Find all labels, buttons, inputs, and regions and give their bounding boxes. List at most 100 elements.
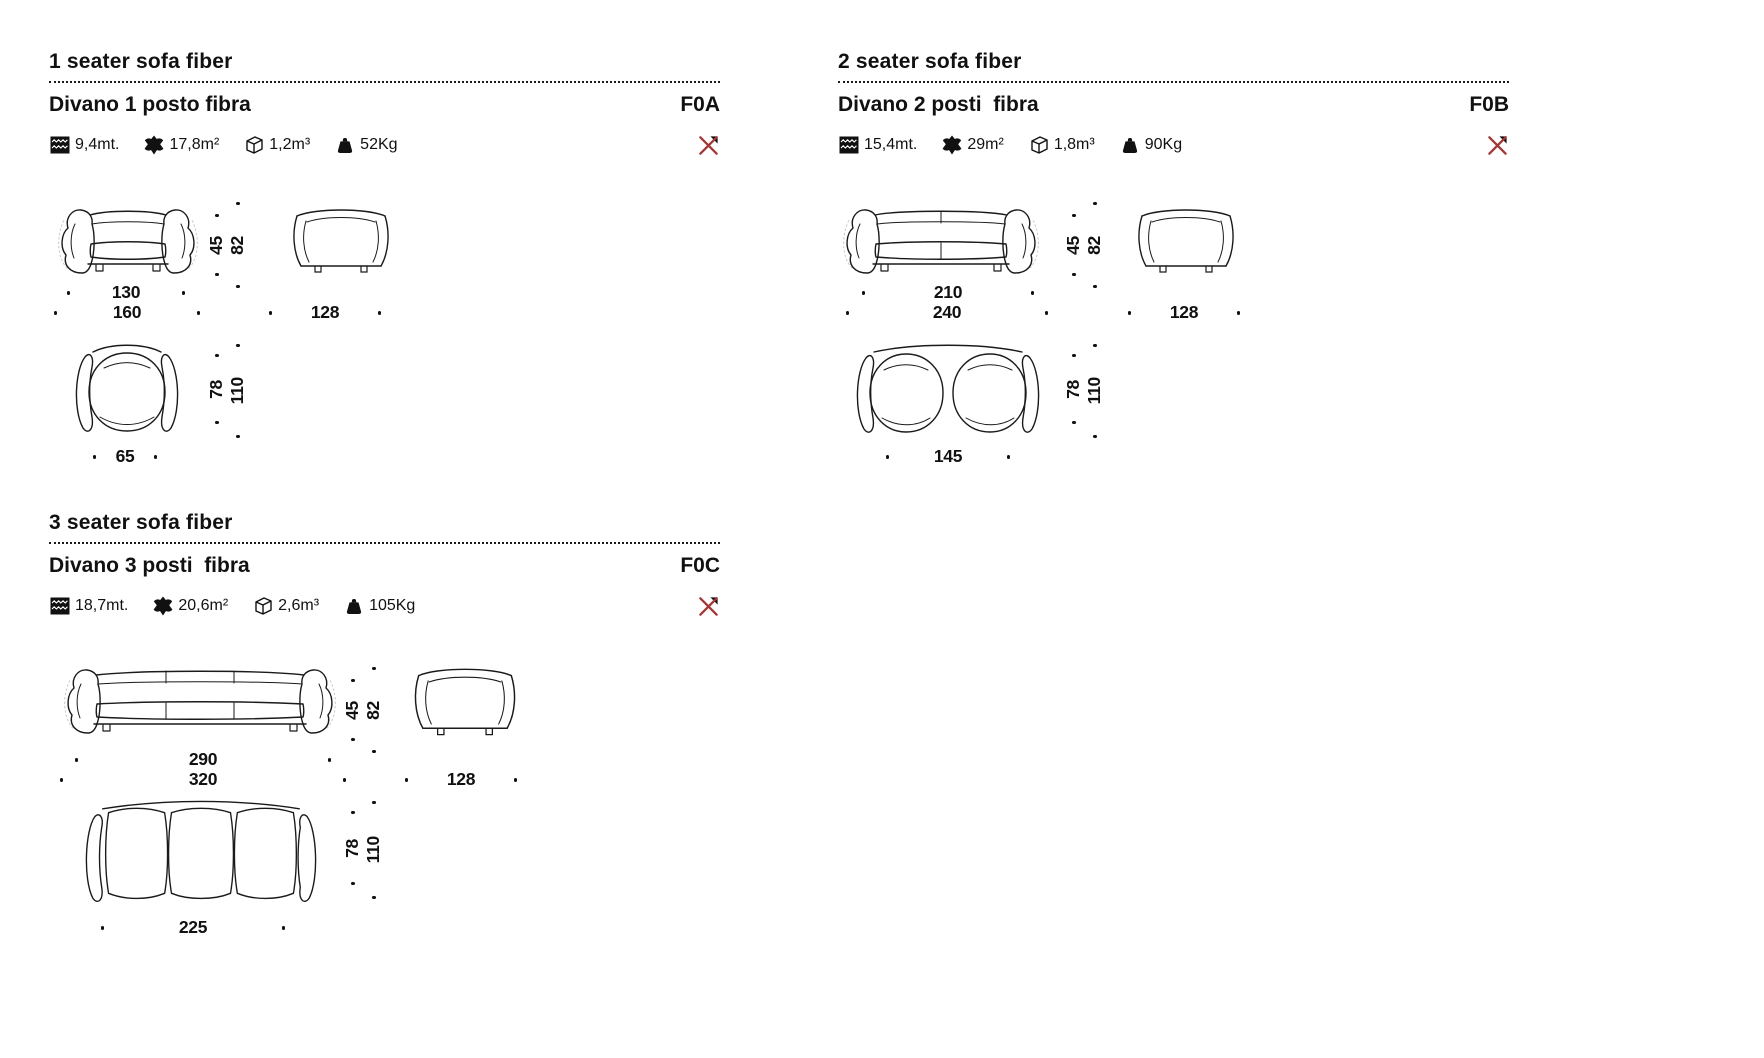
dimension-value: 78	[342, 838, 363, 858]
product-title-en: 3 seater sofa fiber	[49, 511, 233, 534]
spec-volume: 1,8m³	[1028, 134, 1095, 156]
dim-seat-height: 45	[206, 214, 227, 276]
fabric-swatch-icon	[49, 595, 71, 617]
spec-leather-area: 29m²	[941, 134, 1004, 156]
dotted-divider	[838, 81, 1509, 83]
volume-value: 1,2m³	[269, 136, 311, 153]
dimension-value: 82	[1084, 235, 1105, 255]
dim-top-inner-depth: 78	[342, 811, 363, 885]
product-section-2-seater: 2 seater sofa fiber Divano 2 posti fibra…	[838, 44, 1509, 494]
dim-top-seat-width: 65	[93, 448, 157, 466]
front-view-drawing	[58, 209, 198, 274]
dim-front-inner-width: 130	[67, 284, 185, 302]
spec-leather-area: 20,6m²	[152, 595, 228, 617]
product-title-en: 2 seater sofa fiber	[838, 50, 1022, 73]
dimension-value: 110	[1084, 377, 1105, 405]
weight-icon	[343, 595, 365, 617]
dim-top-inner-depth: 78	[206, 354, 227, 424]
spec-weight: 52Kg	[334, 134, 398, 156]
product-code: F0C	[680, 554, 720, 577]
front-view-drawing	[64, 669, 336, 734]
weight-value: 105Kg	[369, 597, 416, 614]
product-title-it: Divano 2 posti fibra	[838, 93, 1039, 116]
dim-top-inner-depth: 78	[1063, 354, 1084, 424]
dim-side-depth: 128	[405, 771, 517, 789]
top-view-drawing	[856, 344, 1040, 433]
crossed-out-swatch-icon	[697, 134, 720, 157]
dimension-value: 110	[363, 836, 384, 864]
leather-area-value: 17,8m²	[169, 136, 220, 153]
side-view-drawing	[1138, 209, 1234, 273]
dim-top-seat-width: 225	[101, 919, 285, 937]
spec-volume: 1,2m³	[243, 134, 310, 156]
spec-row: 9,4mt. 17,8m² 1,2m³ 52Kg	[49, 132, 720, 158]
product-title-en: 1 seater sofa fiber	[49, 50, 233, 73]
dimension-value: 82	[363, 700, 384, 720]
dimension-value: 65	[115, 446, 135, 467]
product-title-it: Divano 1 posto fibra	[49, 93, 251, 116]
dim-side-depth: 128	[1128, 304, 1240, 322]
technical-drawings: 45 82 290 320 128	[49, 655, 720, 955]
crossed-out-swatch-icon	[1486, 134, 1509, 157]
spec-leather-area: 17,8m²	[143, 134, 219, 156]
dimension-value: 128	[1169, 302, 1199, 323]
dim-front-outer-width: 240	[846, 304, 1048, 322]
spec-weight: 105Kg	[343, 595, 415, 617]
crossed-out-swatch-icon	[697, 595, 720, 618]
dim-front-inner-width: 290	[75, 751, 331, 769]
dimension-value: 45	[206, 235, 227, 255]
top-view-drawing	[75, 344, 179, 432]
dim-seat-height: 45	[1063, 214, 1084, 276]
dim-total-height: 82	[227, 202, 247, 288]
fabric-swatch-icon	[838, 134, 860, 156]
product-title-it: Divano 3 posti fibra	[49, 554, 250, 577]
dim-top-outer-depth: 110	[363, 801, 384, 899]
product-subheader: Divano 1 posto fibra F0A	[49, 93, 720, 117]
leather-hide-icon	[143, 134, 165, 156]
cube-icon	[252, 595, 274, 617]
dim-front-inner-width: 210	[862, 284, 1034, 302]
dim-side-depth: 128	[269, 304, 381, 322]
spec-weight: 90Kg	[1119, 134, 1182, 156]
spec-fabric-meters: 18,7mt.	[49, 595, 128, 617]
fabric-swatch-icon	[49, 134, 71, 156]
dimension-value: 78	[1063, 379, 1084, 399]
spec-fabric-meters: 15,4mt.	[838, 134, 917, 156]
dim-top-outer-depth: 110	[227, 344, 248, 438]
spec-fabric-meters: 9,4mt.	[49, 134, 119, 156]
front-view-drawing	[843, 209, 1039, 274]
weight-value: 52Kg	[360, 136, 398, 153]
dimension-value: 128	[446, 769, 476, 790]
weight-icon	[334, 134, 356, 156]
leather-area-value: 29m²	[967, 136, 1004, 153]
product-section-3-seater: 3 seater sofa fiber Divano 3 posti fibra…	[49, 505, 720, 955]
leather-hide-icon	[152, 595, 174, 617]
dimension-value: 110	[227, 377, 248, 405]
dotted-divider	[49, 542, 720, 544]
dim-total-height: 82	[363, 667, 384, 753]
dimension-value: 290	[188, 749, 218, 770]
leather-area-value: 20,6m²	[178, 597, 229, 614]
dimension-value: 45	[1063, 235, 1084, 255]
dim-total-height: 82	[1084, 202, 1105, 288]
side-view-drawing	[414, 668, 516, 736]
weight-icon	[1119, 134, 1141, 156]
spec-row: 18,7mt. 20,6m² 2,6m³ 105Kg	[49, 593, 720, 619]
product-code: F0A	[680, 93, 720, 116]
dimension-value: 128	[310, 302, 340, 323]
side-view-drawing	[293, 209, 389, 273]
dimension-value: 78	[206, 379, 227, 399]
spec-row: 15,4mt. 29m² 1,8m³ 90Kg	[838, 132, 1509, 158]
dimension-value: 225	[178, 917, 208, 938]
dim-front-outer-width: 320	[60, 771, 346, 789]
cube-icon	[243, 134, 265, 156]
product-section-1-seater: 1 seater sofa fiber Divano 1 posto fibra…	[49, 44, 720, 494]
cube-icon	[1028, 134, 1050, 156]
top-view-drawing	[85, 800, 317, 902]
dimension-value: 210	[933, 282, 963, 303]
dimension-value: 160	[112, 302, 142, 323]
product-subheader: Divano 3 posti fibra F0C	[49, 554, 720, 578]
product-subheader: Divano 2 posti fibra F0B	[838, 93, 1509, 117]
volume-value: 2,6m³	[278, 597, 320, 614]
